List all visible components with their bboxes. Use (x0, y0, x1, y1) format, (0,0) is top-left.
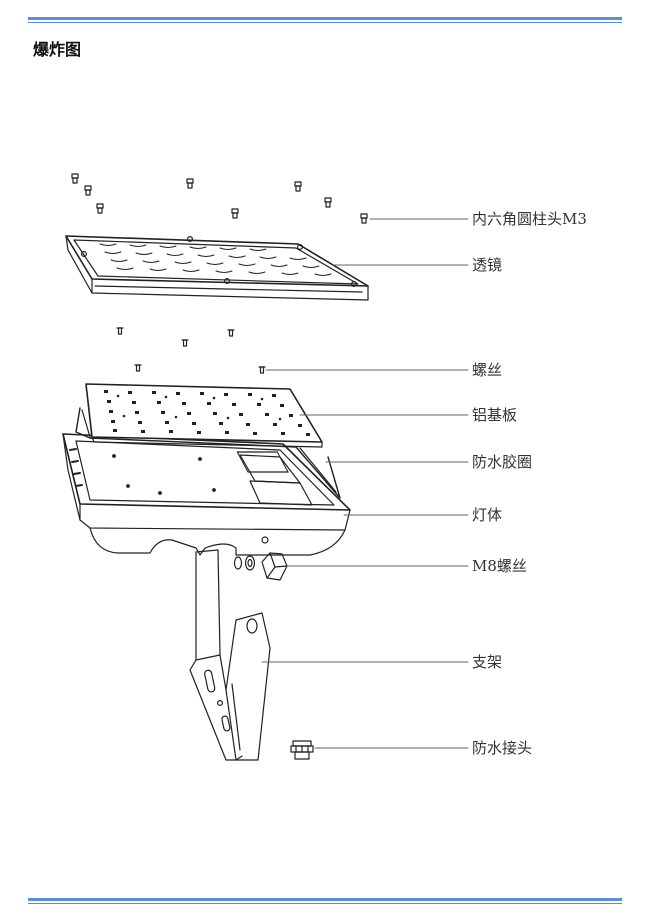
m8-screw-parts (233, 552, 288, 581)
label-m3-screw: 内六角圆柱头M3 (472, 210, 587, 228)
label-m8-screw: M8螺丝 (472, 557, 527, 575)
waterproof-connector (290, 740, 314, 760)
top-rule (28, 17, 622, 23)
label-lamp-body: 灯体 (472, 506, 502, 524)
bottom-rule (28, 898, 622, 904)
label-small-screw: 螺丝 (472, 361, 502, 379)
label-bracket: 支架 (472, 653, 502, 671)
page-title: 爆炸图 (33, 40, 82, 59)
bracket (189, 549, 271, 761)
aluminium-board (85, 383, 323, 448)
label-aluminium-board: 铝基板 (472, 406, 517, 424)
board-leds (104, 390, 310, 436)
label-waterproof-connector: 防水接头 (472, 739, 532, 757)
m3-screws (71, 173, 368, 224)
lens-optics (99, 243, 332, 276)
leader-lines (261, 218, 469, 749)
lamp-body (62, 433, 351, 556)
lens (65, 235, 369, 301)
small-screws (116, 327, 266, 374)
label-gasket: 防水胶圈 (472, 453, 532, 471)
waterproof-gasket (75, 407, 341, 499)
label-lens: 透镜 (472, 256, 502, 274)
